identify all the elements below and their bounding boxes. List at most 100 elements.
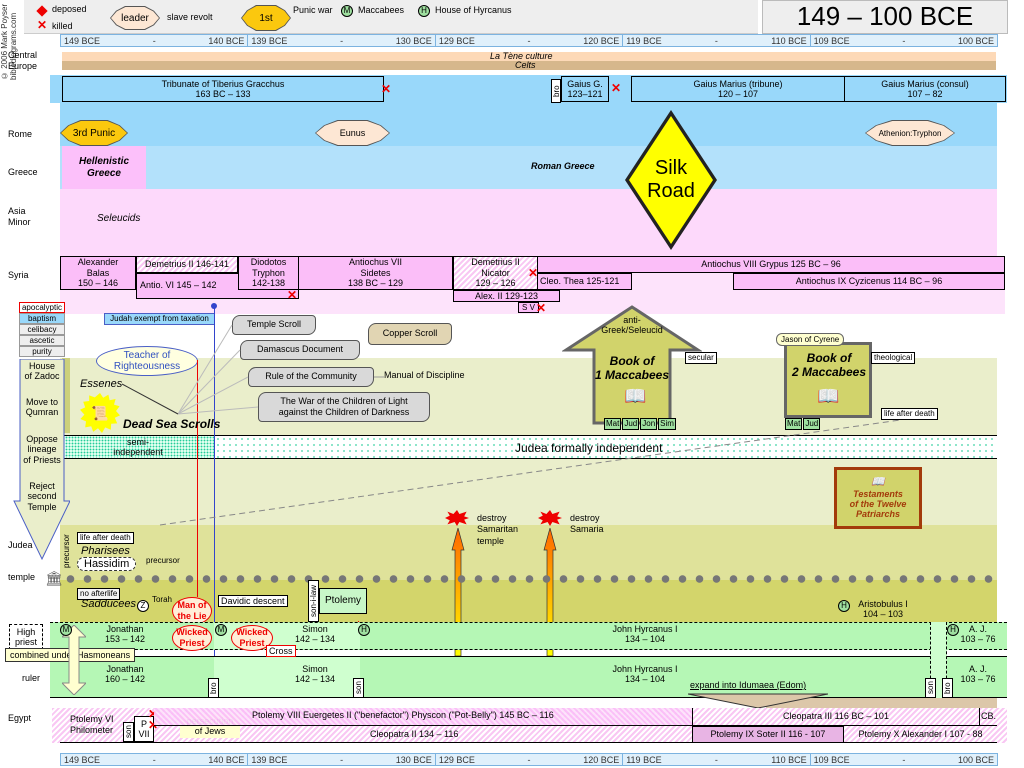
ruler-tick: - (902, 36, 906, 46)
maccabees-badge-icon: M (341, 5, 353, 17)
ptolemy-vi: Ptolemy VI Philometer (70, 714, 114, 736)
ruler-simon: Simon 142 – 134 (294, 664, 336, 685)
maccabees-badge-icon: M (60, 624, 72, 636)
zadok-badge-icon: Z (137, 600, 149, 612)
ruler-tick: 100 BCE (958, 36, 995, 46)
eunus-label: Eunus (339, 128, 366, 138)
m1-tags: Mat Jud Jon Sim (604, 418, 676, 430)
m2-tag-mat: Mat (785, 418, 803, 430)
book-icon: 📖 (817, 386, 840, 406)
davidic-descent-tag: Davidic descent (218, 595, 288, 607)
trait-purity: purity (19, 346, 65, 357)
killed-icon: ✕ (148, 719, 158, 731)
bro-label: bro (208, 678, 219, 698)
eunus-revolt-star: Eunus (315, 120, 390, 146)
ruler-tick: 100 BCE (958, 755, 995, 765)
legend-slave-revolt: slave revolt (167, 12, 213, 22)
hp-alexander-jannaeus: A. J. 103 – 76 (960, 624, 996, 645)
third-punic-label: 3rd Punic (72, 127, 116, 139)
secular-tag: secular (685, 352, 717, 364)
marius-consul-bar: Gaius Marius (consul) 107 – 82 (844, 76, 1006, 102)
book-2-maccabees: Book of 2 Maccabees (791, 351, 867, 379)
manual-of-discipline-label: Manual of Discipline (384, 370, 465, 380)
row-label-temple: temple (8, 572, 36, 582)
ruler-john-hyrcanus: John Hyrcanus I 134 – 104 (612, 664, 678, 685)
life-after-death-pharisees: life after death (77, 532, 134, 544)
ruler-tick: - (527, 755, 531, 765)
tiberius-gracchus-bar: Tribunate of Tiberius Gracchus 163 BC – … (62, 76, 384, 102)
trait-apocalyptic: apocalyptic (19, 302, 65, 313)
son-label: son (123, 722, 134, 742)
trait-celibacy: celibacy (19, 324, 65, 335)
antiochus-vii-bar: Antiochus VII Sidetes 138 BC – 129 (298, 256, 453, 290)
ruler-tick: 119 BCE (626, 755, 662, 765)
trait-baptism: baptism (19, 313, 65, 324)
ruler-tick: 149 BCE (64, 36, 101, 46)
athenion-revolt-star: Athenion:Tryphon (865, 120, 955, 146)
athenion-label: Athenion:Tryphon (878, 128, 942, 138)
essene-arrow (13, 359, 70, 561)
essene-stance-zadoc: House of Zadoc (24, 361, 60, 382)
essene-stance-qumran: Move to Qumran (25, 397, 59, 418)
marius-tribune-bar: Gaius Marius (tribune) 120 – 107 (631, 76, 845, 102)
gaius-gracchus-bar: Gaius G. 123–121 (561, 76, 609, 102)
essene-stance-temple: Reject second Temple (27, 481, 57, 512)
ruler-band (50, 656, 1007, 698)
expand-into-idumaea: expand into Idumaea (Edom) (690, 680, 807, 690)
son-in-law-label: son-i-law (308, 580, 319, 622)
blue-timeline-line (214, 305, 215, 695)
row-label-syria: Syria (8, 270, 29, 280)
antiochus-viii-bar: Antiochus VIII Grypus 125 BC – 96 (537, 256, 1005, 273)
essenes-label: Essenes (80, 378, 123, 390)
book-2-maccabees-box (784, 342, 872, 418)
formally-independent-band: Judea formally independent (214, 435, 997, 459)
egypt-bottom-line (60, 742, 997, 743)
hp-jonathan: Jonathan 153 – 142 (104, 624, 146, 645)
cleopatra-ii-label: Cleopatra II 134 – 116 (370, 729, 459, 739)
dead-sea-scrolls-label: Dead Sea Scrolls (123, 417, 221, 431)
explosion-icon (538, 510, 562, 526)
row-label-greece: Greece (8, 167, 38, 177)
life-after-death-tag: life after death (881, 408, 938, 420)
ruler-segment: 109 BCE-100 BCE (811, 754, 997, 765)
son-label: son (353, 678, 364, 698)
cleopatra-thea-bar: Cleo. Thea 125-121 (537, 273, 632, 290)
war-scroll: The War of the Children of Light against… (258, 392, 430, 422)
row-label-rome: Rome (8, 129, 33, 139)
ptolemy-viii-bar (154, 708, 692, 726)
essene-stance-priests: Oppose lineage of Priests (23, 434, 61, 465)
m2-tag-jud: Jud (803, 418, 821, 430)
row-label-central-europe: Central Europe (8, 50, 38, 71)
row-label-egypt: Egypt (8, 713, 32, 723)
son-label: son (925, 678, 936, 698)
cleopatra-iii-bar: Cleopatra III 116 BC – 101 (692, 708, 980, 726)
temple-dotted-line (62, 574, 997, 584)
m1-anti-greek: anti- Greek/Seleucid (601, 315, 663, 336)
legend-punic-num: 1st (259, 12, 273, 24)
legend-hyrcanus: House of Hyrcanus (435, 5, 512, 15)
ruler-tick: 109 BCE (813, 36, 850, 46)
hp-john-hyrcanus: John Hyrcanus I 134 – 104 (612, 624, 678, 645)
ruler-tick: - (152, 36, 156, 46)
roman-greece-band (60, 146, 997, 189)
testaments-label: Testaments of the Twelve Patriarchs (849, 488, 907, 520)
m1-tag-mat: Mat (604, 418, 622, 430)
celts-band (62, 61, 996, 70)
ruler-segment: 119 BCE-110 BCE (623, 754, 811, 765)
row-label-judea: Judea (8, 540, 33, 550)
teacher-of-righteousness: Teacher of Righteousness (96, 346, 198, 376)
m2-tags: Mat Jud (785, 418, 821, 430)
pharisees-label: Pharisees (81, 545, 130, 557)
ruler-tick: - (340, 36, 344, 46)
ruler-segment: 139 BCE-130 BCE (248, 35, 436, 46)
ruler-segment: 149 BCE-140 BCE (61, 754, 249, 765)
hyrcanus-badge-icon: H (358, 624, 370, 636)
demetrius-ii-second-bar: Demetrius II Nicator 129 – 126 (453, 256, 538, 290)
ruler-jonathan: Jonathan 160 – 142 (104, 664, 146, 685)
cb-bar: CB. (980, 708, 997, 726)
ruler-tick: 149 BCE (64, 755, 101, 765)
temple-scroll: Temple Scroll (232, 315, 316, 335)
book-1-maccabees: Book of 1 Maccabees (594, 354, 670, 382)
legend-punic-war: Punic war (293, 5, 333, 15)
